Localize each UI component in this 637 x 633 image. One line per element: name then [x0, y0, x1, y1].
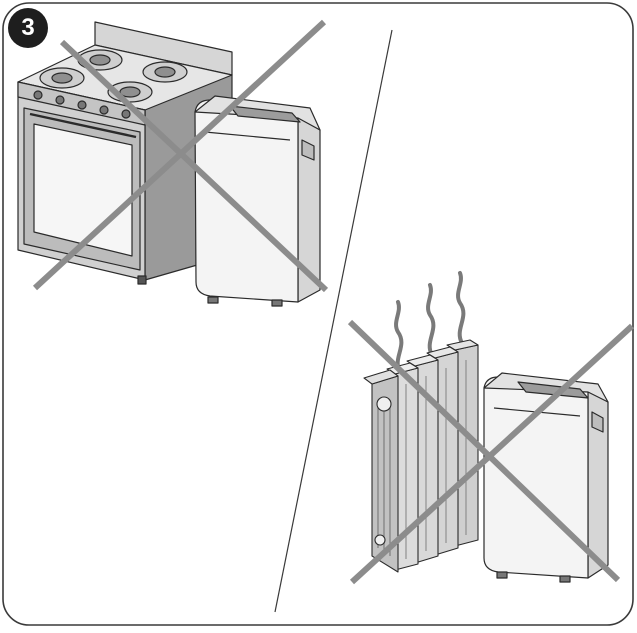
- heat-waves-icon: [394, 271, 466, 374]
- prohibited-cross-icon: [347, 319, 635, 585]
- radiator-icon: [363, 339, 479, 573]
- step-number-badge: 3: [8, 8, 48, 48]
- dehumidifier-icon: [194, 95, 321, 307]
- right-panel: [347, 271, 635, 585]
- panel-divider: [274, 29, 393, 613]
- left-panel: [17, 19, 329, 307]
- prohibited-cross-icon: [32, 19, 329, 293]
